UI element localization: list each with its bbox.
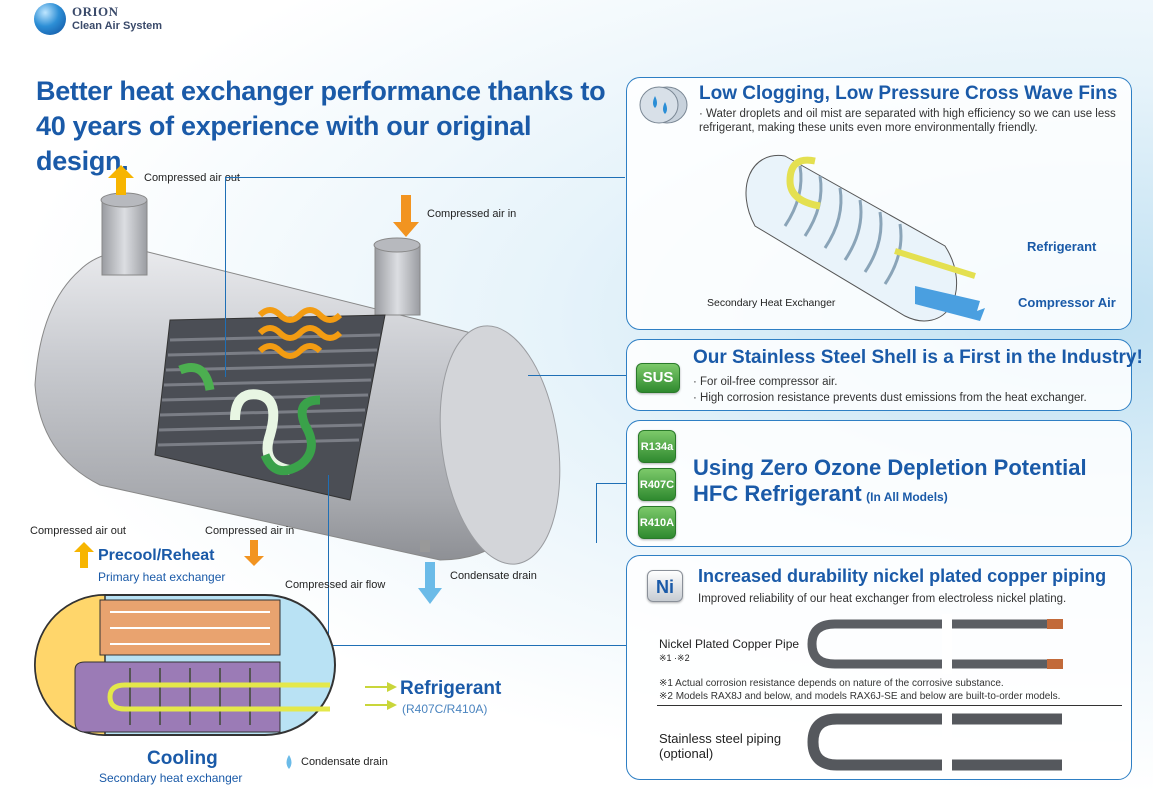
fins-secondary-label: Secondary Heat Exchanger <box>707 297 836 309</box>
nickel-note-1: ※1 Actual corrosion resistance depends o… <box>659 678 1004 689</box>
connector-line-piping-vertical <box>328 475 329 645</box>
cooling-label: Cooling <box>147 748 218 769</box>
refrigerant-arrows-icon <box>365 682 397 710</box>
nickel-pipe-label: Nickel Plated Copper Pipe <box>659 637 800 651</box>
shell-bullet-1: · For oil-free compressor air. <box>693 376 838 388</box>
shell-bullet-2: · High corrosion resistance prevents dus… <box>693 392 1087 404</box>
ni-badge-icon: Ni <box>647 570 683 602</box>
panel-nickel-piping: Ni Increased durability nickel plated co… <box>626 555 1132 780</box>
connector-line-refrigerant <box>596 483 626 484</box>
fins-refrigerant-label: Refrigerant <box>1027 239 1097 254</box>
page-headline: Better heat exchanger performance thanks… <box>36 76 606 176</box>
sus-badge-icon: SUS <box>636 363 680 393</box>
refrigerant-title-note: (In All Models) <box>866 490 948 504</box>
r410a-badge-icon: R410A <box>638 506 676 539</box>
connector-line-shell <box>528 375 626 376</box>
stainless-pipe-image <box>807 709 1062 775</box>
r407c-badge-icon: R407C <box>638 468 676 501</box>
nickel-copper-pipe-image <box>807 614 1063 674</box>
section-air-in-arrow-icon <box>244 540 264 566</box>
brand-name: ORION <box>72 4 119 19</box>
orion-logo-icon <box>34 3 66 35</box>
nickel-text: Improved reliability of our heat exchang… <box>698 593 1067 605</box>
nickel-pipe-note: ※1 ·※2 <box>659 653 690 663</box>
shell-title: Our Stainless Steel Shell is a First in … <box>693 347 1143 368</box>
refrigerant-title-line-2-wrapper: HFC Refrigerant (In All Models) <box>693 481 948 507</box>
fins-text: · Water droplets and oil mist are separa… <box>699 108 1116 134</box>
main-air-out-label: Compressed air out <box>144 172 240 184</box>
fins-title: Low Clogging, Low Pressure Cross Wave Fi… <box>699 83 1118 104</box>
panel-hfc-refrigerant: R134a R407C R410A Using Zero Ozone Deple… <box>626 420 1132 547</box>
refrigerant-title-line-2: HFC Refrigerant <box>693 481 862 506</box>
section-air-out-label: Compressed air out <box>30 525 126 537</box>
section-air-in-label: Compressed air in <box>205 525 295 537</box>
panel-stainless-shell: SUS Our Stainless Steel Shell is a First… <box>626 339 1143 411</box>
secondary-heat-exchanger-label: Secondary heat exchanger <box>99 771 243 785</box>
notes-divider <box>657 705 1122 706</box>
fins-water-drops-icon <box>639 86 688 124</box>
connector-line-fins-vertical <box>225 177 226 377</box>
air-in-arrow-icon <box>393 195 419 237</box>
r134a-badge-icon: R134a <box>638 430 676 463</box>
panel-cross-wave-fins: Low Clogging, Low Pressure Cross Wave Fi… <box>626 77 1132 330</box>
main-air-in-label: Compressed air in <box>427 208 517 220</box>
heat-exchanger-illustration <box>34 192 561 565</box>
section-condensate-drain-label: Condensate drain <box>301 756 388 768</box>
brand-tagline: Clean Air System <box>72 20 163 32</box>
connector-line-fins <box>225 177 625 178</box>
fins-compressor-air-label: Compressor Air <box>1018 295 1116 310</box>
nickel-note-2: ※2 Models RAX8J and below, and models RA… <box>659 691 1061 702</box>
compressed-air-flow-label: Compressed air flow <box>285 579 386 591</box>
primary-heat-exchanger-label: Primary heat exchanger <box>98 570 226 584</box>
secondary-heat-exchanger-cylinder-icon <box>745 154 985 322</box>
refrigerant-label: Refrigerant <box>400 678 502 699</box>
cross-section-diagram <box>34 594 336 736</box>
connector-line-piping <box>328 645 626 646</box>
stainless-label-1: Stainless steel piping <box>659 731 782 746</box>
stainless-label-2: (optional) <box>659 746 714 761</box>
connector-line-refrigerant-vertical <box>596 483 597 543</box>
refrigerant-title-line-1: Using Zero Ozone Depletion Potential <box>693 455 1087 480</box>
drain-drop-icon <box>286 755 292 769</box>
section-air-out-arrow-icon <box>74 542 94 568</box>
drain-arrow-icon <box>418 562 442 604</box>
nickel-title: Increased durability nickel plated coppe… <box>698 566 1107 586</box>
refrigerant-types-label: (R407C/R410A) <box>402 702 488 716</box>
main-condensate-drain-label: Condensate drain <box>450 570 537 582</box>
air-out-arrow-icon <box>108 165 134 195</box>
precool-reheat-label: Precool/Reheat <box>98 547 215 564</box>
